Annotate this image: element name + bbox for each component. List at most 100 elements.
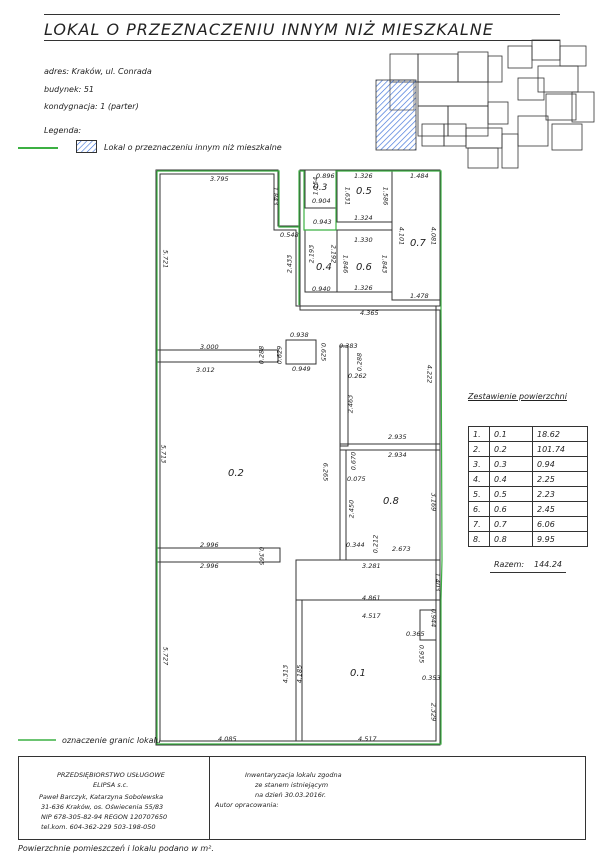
company-line: NIP 678-305-82-94 REGON 120707650: [41, 813, 168, 821]
room-label: 0.2: [228, 468, 244, 479]
dimension-label: 4.101: [397, 226, 406, 246]
room-label: 0.8: [383, 496, 399, 507]
dimension-label: 3.000: [200, 343, 219, 351]
inventory-line: Inwentaryzacja lokalu zgodna: [245, 771, 342, 779]
area-total-label: Razem:: [494, 560, 525, 569]
boundary-legend-label: oznaczenie granic lokalu: [62, 736, 161, 745]
unit-boundary: [156, 170, 443, 745]
row-room: 0.8: [489, 531, 533, 547]
legend-heading: Legenda:: [44, 126, 82, 135]
room-label: 0.7: [410, 238, 426, 249]
dimension-label: 0.365: [257, 546, 266, 566]
dimension-label: 1.330: [354, 236, 373, 244]
dimension-label: 2.329: [429, 702, 438, 722]
row-room: 0.4: [489, 471, 533, 487]
legend-boundary-line: [18, 147, 58, 149]
dimension-label: 0.262: [348, 372, 367, 380]
dimension-label: 3.281: [362, 562, 381, 570]
dimension-label: 0.075: [347, 475, 366, 483]
row-number: 6.: [468, 501, 490, 517]
dimension-label: 5.727: [161, 646, 170, 666]
title-block-divider: [209, 757, 210, 839]
dimension-label: 1.843: [380, 254, 389, 274]
row-number: 7.: [468, 516, 490, 532]
dimension-label: 2.996: [200, 562, 219, 570]
building-text: budynek: 51: [44, 85, 95, 94]
dimension-label: 2.450: [347, 499, 356, 519]
footnote: Powierzchnie pomieszczeń i lokalu podano…: [18, 844, 214, 853]
dimension-label: 2.193: [307, 244, 316, 264]
dimension-label: 0.943: [313, 218, 332, 226]
row-area: 2.25: [532, 471, 588, 487]
dimension-label: 2.673: [392, 545, 411, 553]
dimension-label: 1.846: [341, 254, 350, 274]
dimension-label: 1.326: [354, 284, 373, 292]
dimension-label: 0.548: [280, 231, 299, 239]
location-map: [375, 39, 595, 169]
dimension-label: 4.313: [281, 664, 290, 684]
dimension-label: 2.463: [346, 394, 355, 414]
row-area: 101.74: [532, 441, 588, 457]
dimension-label: 1.403: [433, 572, 442, 592]
dimension-label: 0.670: [349, 451, 358, 471]
dimension-label: 5.713: [159, 444, 168, 464]
inventory-author: Autor opracowania:: [215, 801, 279, 809]
dimension-label: 0.629: [275, 345, 284, 365]
area-total-underline: [490, 572, 566, 573]
dimension-label: 4.517: [358, 735, 377, 743]
row-room: 0.6: [489, 501, 533, 517]
wall-outline: [155, 169, 441, 746]
dimension-label: 4.365: [360, 309, 379, 317]
dimension-label: 2.192: [329, 244, 338, 264]
dimension-label: 4.222: [425, 364, 434, 384]
dimension-label: 1.326: [354, 172, 373, 180]
dimension-label: 0.904: [312, 197, 331, 205]
dimension-label: 0.288: [355, 352, 364, 372]
company-line: PRZEDSIĘBIORSTWO USŁUGOWE: [57, 771, 165, 779]
address-text: adres: Kraków, ul. Conrada: [44, 67, 152, 76]
inventory-line: na dzień 30.03.2016r.: [255, 791, 327, 799]
row-number: 2.: [468, 441, 490, 457]
page-title: LOKAL O PRZEZNACZENIU INNYM NIŻ MIESZKAL…: [44, 20, 494, 39]
dimension-label: 6.265: [321, 462, 330, 482]
dimension-label: 0.344: [346, 541, 365, 549]
dimension-label: 4.861: [362, 594, 381, 602]
row-number: 1.: [468, 426, 490, 442]
dimension-label: 3.169: [429, 492, 438, 512]
dimension-label: 0.940: [312, 285, 331, 293]
dimension-label: 0.625: [319, 342, 328, 362]
dimension-label: 4.185: [295, 664, 304, 684]
legend-hatch-swatch: [76, 140, 97, 153]
title-underline: [44, 40, 560, 41]
dimension-label: 3.795: [210, 175, 229, 183]
dimension-label: 1.484: [410, 172, 429, 180]
row-room: 0.7: [489, 516, 533, 532]
location-map-highlight: [375, 79, 417, 151]
room-label: 0.4: [316, 262, 332, 273]
row-area: 9.95: [532, 531, 588, 547]
row-number: 3.: [468, 456, 490, 472]
dimension-label: 2.433: [285, 254, 294, 274]
title-block: PRZEDSIĘBIORSTWO USŁUGOWE ELIPSA s.c. Pa…: [18, 756, 586, 840]
row-room: 0.1: [489, 426, 533, 442]
dimension-label: 1.843: [271, 186, 280, 206]
storey-text: kondygnacja: 1 (parter): [44, 102, 139, 111]
row-number: 4.: [468, 471, 490, 487]
room-label: 0.3: [313, 183, 328, 193]
dimension-label: 0.938: [290, 331, 309, 339]
row-area: 18.62: [532, 426, 588, 442]
dimension-label: 1.631: [343, 186, 352, 206]
row-room: 0.2: [489, 441, 533, 457]
row-room: 0.3: [489, 456, 533, 472]
dimension-label: 1.478: [410, 292, 429, 300]
row-area: 0.94: [532, 456, 588, 472]
dimension-label: 0.353: [422, 674, 441, 682]
title-overline: [44, 14, 560, 15]
